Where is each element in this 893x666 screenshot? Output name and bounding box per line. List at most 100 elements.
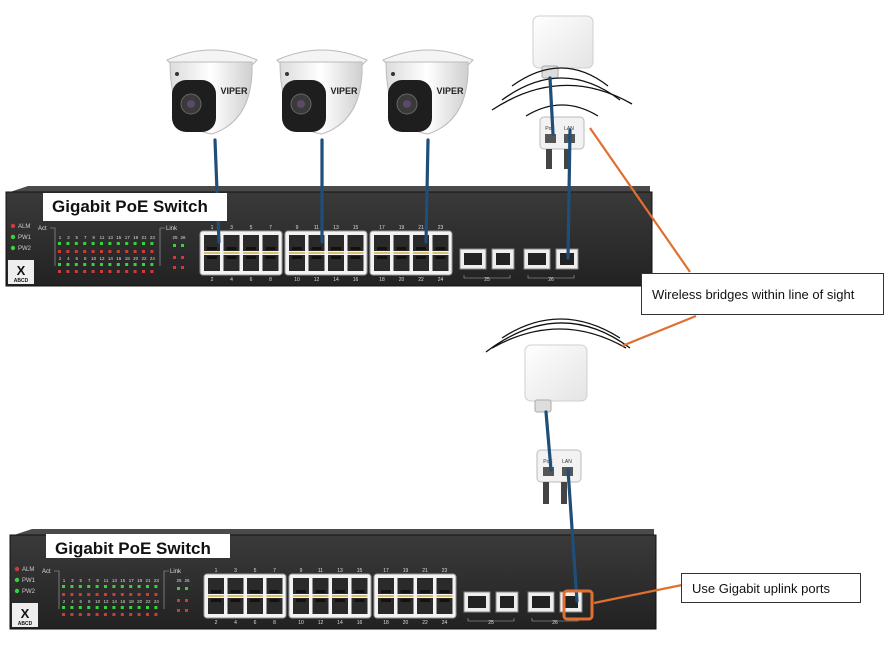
port-led-green xyxy=(146,606,149,609)
camera-sensor xyxy=(285,72,289,76)
port-number: 11 xyxy=(318,568,323,574)
port-led-green xyxy=(129,606,133,609)
port-block xyxy=(284,230,368,276)
port-number: 13 xyxy=(333,225,339,231)
camera-mount xyxy=(276,49,368,66)
led-number: 20 xyxy=(137,599,143,604)
port-indicator-strip xyxy=(378,595,394,597)
port-led-red xyxy=(150,270,154,273)
injector-port xyxy=(543,467,554,476)
port-led-red xyxy=(100,270,103,273)
injector-plug xyxy=(546,149,552,169)
uplink-bracket xyxy=(463,275,511,279)
camera-sensor xyxy=(391,72,395,76)
led-number: 14 xyxy=(108,256,114,261)
port-indicator-strip xyxy=(204,252,220,254)
port-led-green xyxy=(91,263,95,266)
port-indicator-strip xyxy=(436,595,453,597)
network-cable xyxy=(566,128,572,260)
link-led-green xyxy=(173,244,176,247)
port-led-green xyxy=(58,263,61,266)
switch-top-edge xyxy=(10,186,650,192)
wifi-wave xyxy=(501,318,621,339)
port-led-green xyxy=(100,242,103,245)
port-led-green xyxy=(154,585,158,588)
led-number: 6 xyxy=(76,256,79,261)
dome-camera: VIPER xyxy=(382,49,474,135)
port-indicator-strip xyxy=(243,252,259,254)
status-led-label: PW1 xyxy=(18,235,32,241)
port-led-green xyxy=(62,606,65,609)
camera-lens-center xyxy=(403,100,411,108)
uplink-rj45-slot xyxy=(496,253,510,265)
link-port-number: 26 xyxy=(184,578,190,583)
led-number: 18 xyxy=(125,256,131,261)
cable-group xyxy=(213,76,579,603)
port-led-red xyxy=(142,270,145,273)
access-point-body xyxy=(532,15,594,69)
rj45-port-clip xyxy=(226,256,237,259)
camera-sensor xyxy=(175,72,179,76)
led-number: 9 xyxy=(92,235,95,240)
port-number: 13 xyxy=(337,568,343,574)
link-led-red xyxy=(177,609,180,612)
port-led-green xyxy=(125,263,129,266)
port-number: 12 xyxy=(314,277,320,283)
led-number: 3 xyxy=(67,235,70,240)
led-number: 19 xyxy=(133,235,139,240)
port-led-green xyxy=(116,242,120,245)
port-number: 19 xyxy=(403,568,409,574)
port-led-red xyxy=(116,270,120,273)
port-number: 1 xyxy=(215,568,218,574)
link-bracket xyxy=(163,570,169,609)
led-number: 15 xyxy=(116,235,122,240)
status-led xyxy=(14,566,20,572)
port-led-red xyxy=(100,250,103,253)
rj45-port-clip xyxy=(331,247,341,250)
port-led-red xyxy=(83,250,87,253)
port-led-green xyxy=(104,585,107,588)
rj45-port-clip xyxy=(315,599,326,602)
led-number: 16 xyxy=(116,256,122,261)
switch-title-bottom: Gigabit PoE Switch xyxy=(46,534,230,558)
port-number: 5 xyxy=(250,225,253,231)
port-led-green xyxy=(58,242,61,245)
port-led-red xyxy=(146,613,149,616)
callout-wireless-bridges: Wireless bridges within line of sight xyxy=(641,273,884,315)
port-led-green xyxy=(87,585,91,588)
logo-letter: X xyxy=(21,606,30,621)
led-number: 6 xyxy=(80,599,83,604)
wifi-wave xyxy=(491,328,627,349)
port-led-green xyxy=(87,606,91,609)
port-led-red xyxy=(78,613,82,616)
rj45-port-clip xyxy=(350,247,361,250)
rj45-port-clip xyxy=(400,599,411,602)
port-led-red xyxy=(66,270,70,273)
port-led-red xyxy=(120,613,124,616)
camera-mount xyxy=(382,49,474,66)
injector-plug xyxy=(543,482,549,504)
rj45-port-clip xyxy=(335,590,345,593)
port-number: 17 xyxy=(379,225,385,231)
port-led-red xyxy=(70,593,74,596)
led-number: 24 xyxy=(150,256,156,261)
port-led-green xyxy=(78,585,82,588)
port-number: 12 xyxy=(318,620,324,626)
uplink-label: 26 xyxy=(552,620,558,626)
port-led-green xyxy=(112,606,116,609)
port-led-red xyxy=(154,593,158,596)
network-cable xyxy=(548,76,555,136)
uplink-label: 25 xyxy=(488,620,494,626)
injector-port-label: PoE xyxy=(545,126,555,132)
port-led-red xyxy=(74,250,78,253)
link-led-red xyxy=(185,599,188,602)
port-number: 10 xyxy=(294,277,300,283)
led-number: 21 xyxy=(145,578,151,583)
rj45-port-clip xyxy=(311,247,322,250)
port-indicator-strip xyxy=(247,595,263,597)
callout-uplink-ports: Use Gigabit uplink ports xyxy=(681,573,861,603)
wifi-wave xyxy=(525,104,599,117)
callout-line-wireless-bottom xyxy=(621,314,697,348)
port-indicator-strip xyxy=(328,252,344,254)
port-led-green xyxy=(74,263,78,266)
